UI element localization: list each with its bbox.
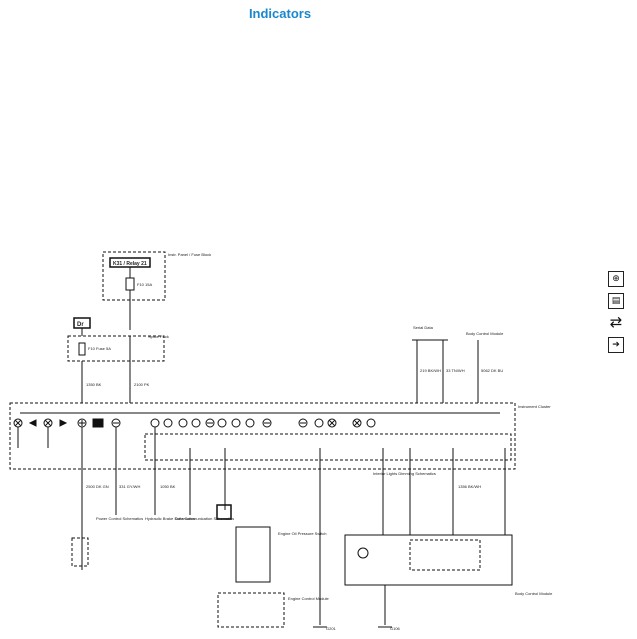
relay-tag: K31 / Relay 21 xyxy=(113,261,147,267)
cluster-label: Instrument Cluster xyxy=(518,404,551,409)
instrument-cluster-box xyxy=(9,402,516,470)
ipc-fuse-block xyxy=(102,251,166,301)
schematic-ref-2: Hydraulic Brake Schematics xyxy=(145,516,195,521)
zoom-in-icon[interactable]: ⊕ xyxy=(608,271,624,287)
wire-label-3: 219 BK/WH xyxy=(420,368,441,373)
dimming-label: Interior Lights Dimming Schematics xyxy=(373,471,436,476)
wiring-diagram: Instr. Panel / Fuse Block K31 / Relay 21… xyxy=(9,251,553,631)
schematic-ref-1: Power Control Schematics xyxy=(96,516,143,521)
wire-label-4: 33 TN/WH xyxy=(446,368,465,373)
wire-label-8: 1050 BK xyxy=(160,484,176,489)
engine-switch-label: Engine Oil Pressure Switch xyxy=(278,531,326,536)
print-icon[interactable]: ▤ xyxy=(608,293,624,309)
bcm-ref-label: Body Control Module xyxy=(466,331,504,336)
ipc-fuse-block-label: Instr. Panel / Fuse Block xyxy=(168,252,211,257)
ecm-box xyxy=(217,592,285,628)
ground-label-1: G201 xyxy=(326,626,337,631)
next-arrow-icon[interactable]: ➔ xyxy=(608,337,624,353)
bcm-module-box xyxy=(344,534,513,586)
ground-label-2: G106 xyxy=(390,626,401,631)
fuse-small-label: F10 Fuse 5A xyxy=(88,346,111,351)
side-toolbar: ⊕ ▤ ⇄ ➔ xyxy=(608,271,628,359)
wire-label-6: 2500 DK GN xyxy=(86,484,109,489)
wire-label-9: 1356 BK/WH xyxy=(458,484,481,489)
indicator-row xyxy=(13,418,376,428)
route-icon[interactable]: ⇄ xyxy=(608,313,624,331)
engine-switch-body xyxy=(235,526,271,583)
wire-label-5: 5062 DK BU xyxy=(481,368,503,373)
wire-label-7: 331 GY/WH xyxy=(119,484,140,489)
splice-right-label: Serial Data xyxy=(413,325,434,330)
cluster-inner-box xyxy=(144,433,512,461)
oil-switch-tag xyxy=(216,504,232,520)
wire-label-1: 1350 BK xyxy=(86,382,102,387)
fuse-symbol xyxy=(125,277,135,291)
bcm-module-label: Body Control Module xyxy=(515,591,553,596)
schematic-ref-3: Data Communication Schematics xyxy=(175,516,234,521)
page-title: Indicators xyxy=(248,6,312,21)
splice-left-label: Splice Pack xyxy=(148,334,169,339)
connector-tag-text: Dr xyxy=(77,322,84,328)
wire-label-2: 2100 PK xyxy=(134,382,150,387)
fuse-text: F10 15A xyxy=(137,282,152,287)
fuse-small-group xyxy=(67,335,165,362)
ecm-label: Engine Control Module xyxy=(288,596,329,601)
